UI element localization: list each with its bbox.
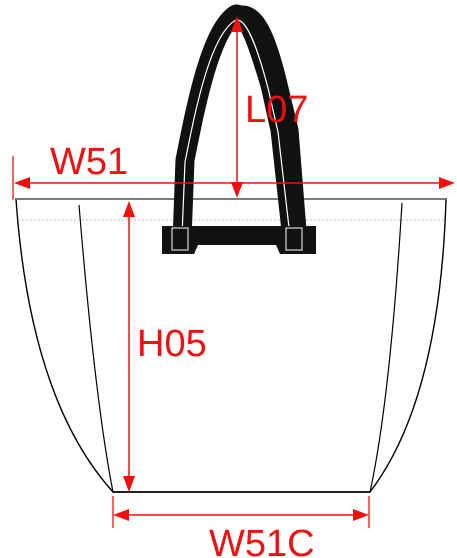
bottom-width-arrow-left	[113, 509, 129, 521]
dimension-top-width: W51	[12, 141, 455, 200]
handle-length-arrow-bottom	[231, 182, 243, 198]
bag-handle	[162, 4, 316, 254]
dimension-bottom-width: W51C	[112, 496, 370, 558]
top-width-arrow-left	[14, 177, 30, 189]
height-arrow-bottom	[123, 476, 135, 492]
handle-tab-inset-left	[171, 227, 189, 251]
bottom-width-label: W51C	[209, 523, 315, 558]
height-label: H05	[137, 323, 207, 365]
handle-attachment-tab	[162, 226, 316, 254]
top-width-label: W51	[50, 141, 128, 183]
dimension-height: H05	[123, 201, 207, 492]
handle-tab-inset-right	[285, 227, 303, 251]
handle-stitch-left	[181, 19, 237, 237]
height-arrow-top	[123, 201, 135, 217]
left-gusset-line	[78, 204, 114, 493]
handle-length-label: L07	[245, 89, 308, 131]
right-gusset-line	[369, 202, 403, 493]
bottom-width-arrow-right	[353, 509, 369, 521]
top-width-arrow-right	[439, 177, 455, 189]
handle-length-arrow-top	[231, 16, 243, 32]
dimension-handle-length: L07	[231, 16, 308, 198]
bag-body	[15, 198, 447, 493]
handle-stitch-right	[237, 19, 291, 237]
